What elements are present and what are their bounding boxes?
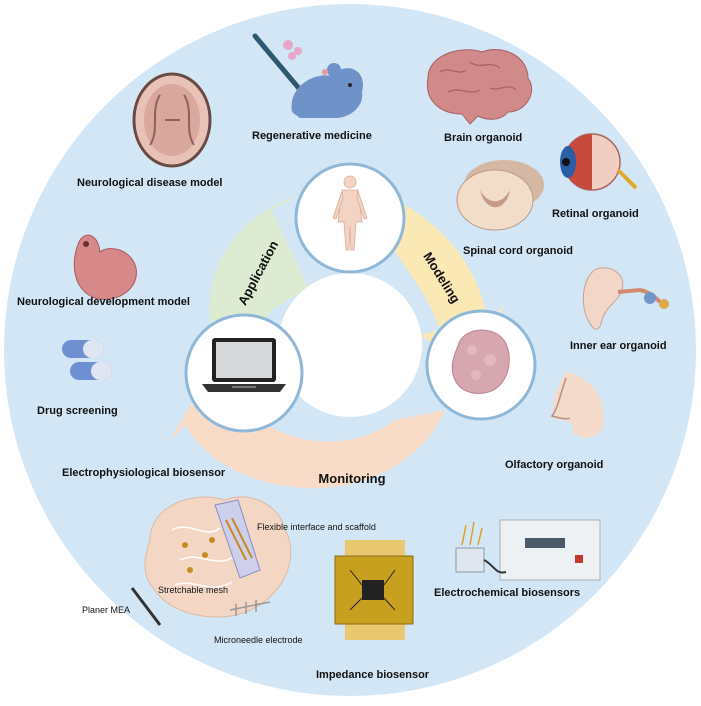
impedance-biosensor-label: Impedance biosensor [316, 669, 430, 681]
electrophysiology-organoid-icon [130, 496, 292, 626]
regenerative-medicine-label: Regenerative medicine [252, 130, 372, 142]
brain-icon [426, 49, 533, 125]
olfactory-organoid-label: Olfactory organoid [505, 459, 604, 471]
top-node [294, 162, 406, 274]
nose-icon [550, 372, 604, 438]
retinal-organoid-label: Retinal organoid [552, 208, 639, 220]
microneedle-electrode-label: Microneedle electrode [214, 635, 303, 645]
application-arrow [209, 195, 310, 325]
electrochemical-device-icon [455, 519, 601, 581]
neurological-development-model-label: Neurological development model [17, 296, 190, 308]
flexible-interface-label: Flexible interface and scaffold [257, 522, 376, 532]
organoid-icon [451, 329, 510, 394]
laptop-icon [202, 338, 286, 392]
right-node [425, 309, 537, 421]
planer-mea-label: Planer MEA [82, 605, 131, 615]
embryo-icon [73, 234, 137, 300]
stretchable-mesh-label: Stretchable mesh [158, 585, 229, 595]
brain-organoid-label: Brain organoid [444, 132, 523, 144]
capsule-icon [62, 340, 112, 380]
mouse-syringe-icon [252, 33, 364, 118]
electrochemical-biosensors-label: Electrochemical biosensors [434, 587, 581, 599]
left-node [184, 313, 304, 433]
monitoring-label: Monitoring [318, 471, 385, 486]
spinal-cord-icon [456, 160, 544, 231]
neurological-disease-model-label: Neurological disease model [77, 177, 223, 189]
spinal-cord-organoid-label: Spinal cord organoid [463, 245, 574, 257]
eye-icon [560, 133, 638, 191]
brain-section-icon [132, 72, 212, 168]
ear-icon [582, 267, 669, 330]
human-body-icon [332, 175, 368, 251]
drug-screening-label: Drug screening [37, 405, 118, 417]
center-hole [278, 273, 422, 417]
inner-ear-organoid-label: Inner ear organoid [570, 340, 667, 352]
impedance-chip-icon [334, 540, 414, 640]
electrophysiological-biosensor-label: Electrophysiological biosensor [62, 467, 226, 479]
